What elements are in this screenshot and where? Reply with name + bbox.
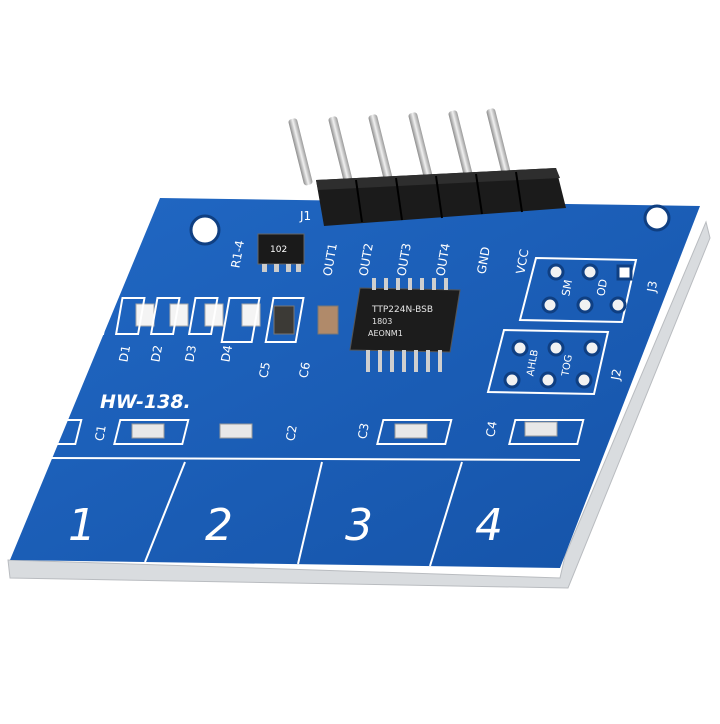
cap-label-c4: C4 <box>483 420 500 438</box>
pad-dividers <box>49 457 581 567</box>
chip-label-line1: TTP224N-BSB <box>371 305 433 315</box>
resistor-code: 102 <box>270 245 287 255</box>
header-ref-j1: J1 <box>299 209 311 223</box>
chip-label-line2: 1803 <box>372 317 392 326</box>
jumper-ref-j2: J2 <box>608 368 624 382</box>
resistor-network: 102 <box>257 233 305 272</box>
pad-capacitor-c3 <box>376 419 453 445</box>
led-label-d4: D4 <box>218 344 235 363</box>
jumper-ref-j3: J3 <box>644 280 660 294</box>
jumper-label-od: OD <box>594 278 610 297</box>
pad-capacitor-c4 <box>508 419 585 445</box>
ttp224-chip: TTP224N-BSB 1803 AEONM1 <box>349 278 461 372</box>
chip-label-line3: AEONM1 <box>368 329 403 338</box>
led-label-d1: D1 <box>116 344 133 363</box>
pin-header <box>288 108 566 226</box>
jumper-label-tog: TOG <box>560 354 575 378</box>
jumper-block-j2: AHLB TOG <box>486 328 610 396</box>
pad-label-4: 4 <box>475 500 503 551</box>
mounting-hole-left <box>189 214 221 246</box>
pin-label-gnd: GND <box>474 246 493 276</box>
pad-label-3: 3 <box>345 500 373 551</box>
resistor-ref-label: R1-4 <box>228 239 247 269</box>
pin-label-out3: OUT3 <box>394 242 414 277</box>
pin-label-out2: OUT2 <box>356 242 376 277</box>
pin-label-out4: OUT4 <box>433 242 453 277</box>
pad-label-1: 1 <box>68 500 96 551</box>
jumper-label-ahlb: AHLB <box>525 349 541 377</box>
cap-label-c6: C6 <box>296 361 313 379</box>
mounting-hole-right <box>643 204 671 232</box>
pin-label-vcc: VCC <box>513 248 531 275</box>
cap-label-c2: C2 <box>283 424 300 442</box>
led-label-d3: D3 <box>182 344 199 363</box>
pad-capacitor-c1 <box>6 419 165 445</box>
board-edge <box>7 220 711 589</box>
jumper-block-j3: SM OD <box>518 256 638 324</box>
capacitor-c5 <box>220 297 295 343</box>
led-label-d2: D2 <box>148 344 165 363</box>
pad-capacitor-c2 <box>113 419 253 445</box>
capacitor-c6 <box>264 297 339 343</box>
cap-label-c5: C5 <box>256 361 273 379</box>
model-label: HW-138. <box>100 391 191 413</box>
pad-label-2: 2 <box>205 500 233 551</box>
led-d3 <box>149 297 224 335</box>
cap-label-c1: C1 <box>92 424 109 442</box>
pin-label-out1: OUT1 <box>320 242 340 277</box>
jumper-label-sm: SM <box>559 279 575 297</box>
led-row <box>79 297 261 335</box>
cap-label-c3: C3 <box>355 422 372 440</box>
